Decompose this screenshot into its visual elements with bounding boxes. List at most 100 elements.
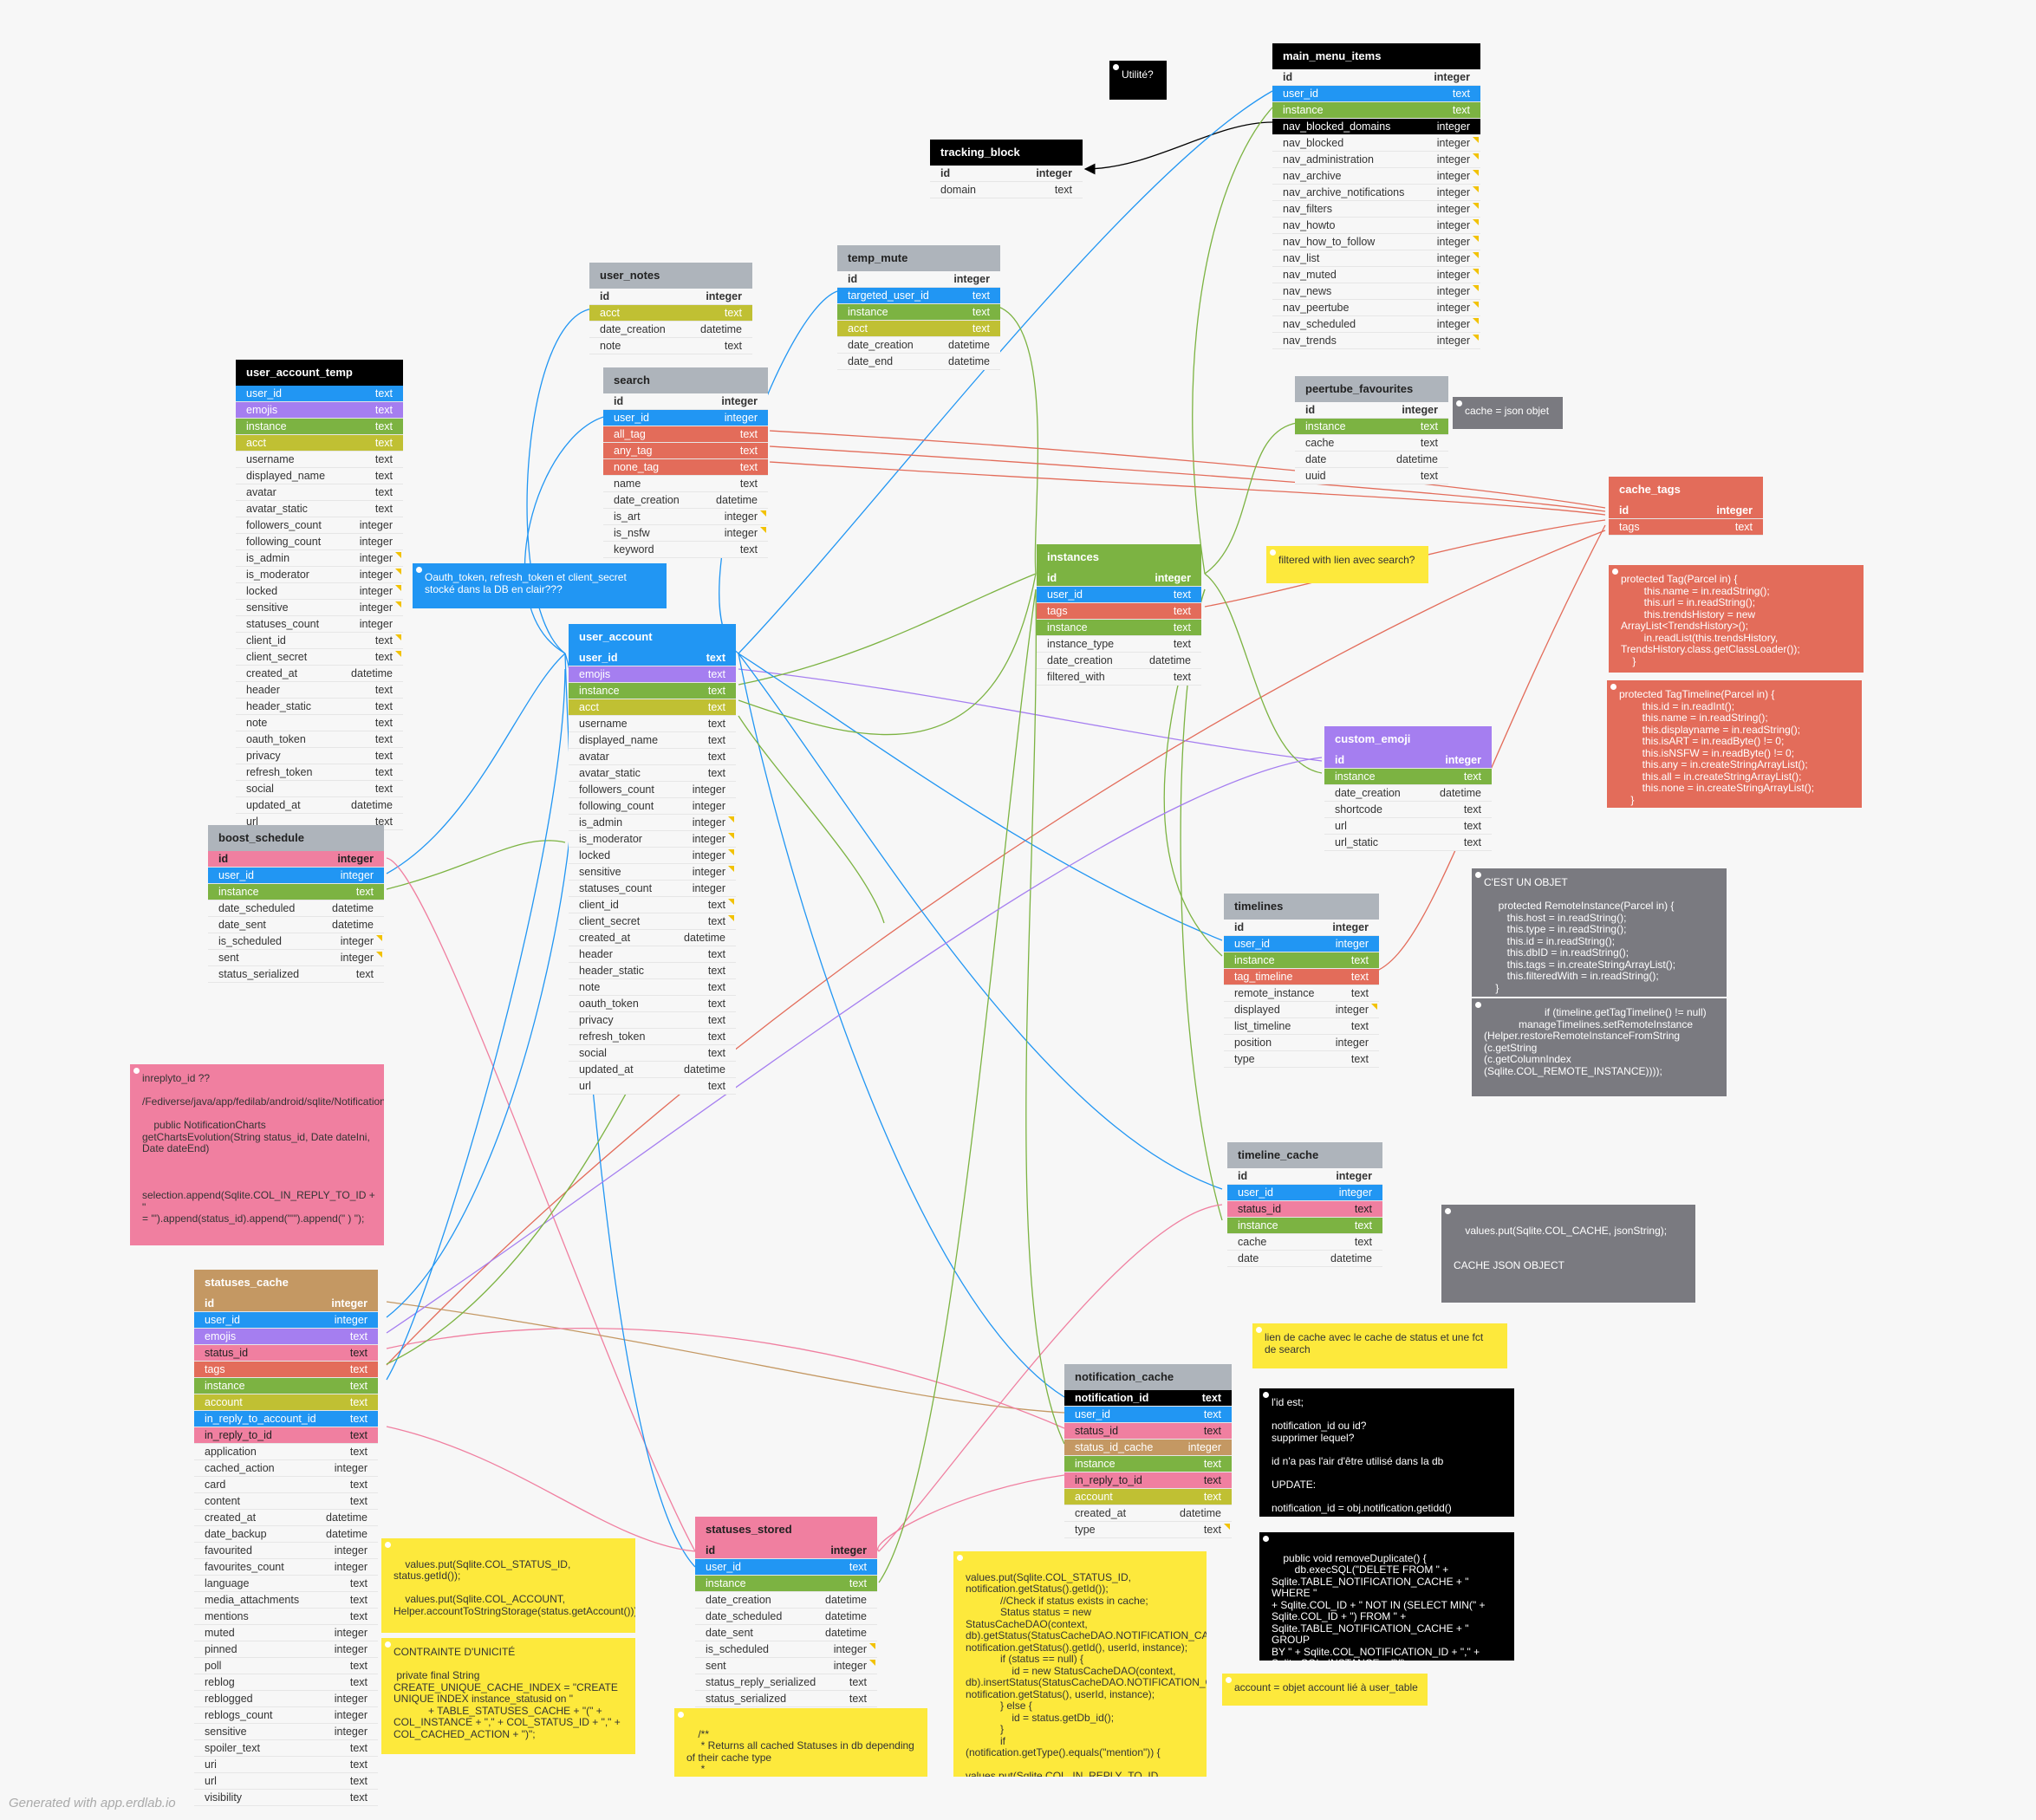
sticky-note[interactable]: inreplyto_id ?? /Fediverse/java/app/fedi… — [130, 1064, 384, 1245]
sticky-note[interactable]: filtered with lien avec search? — [1266, 546, 1428, 583]
sticky-note[interactable]: account = objet account lié à user_table — [1222, 1674, 1428, 1706]
sticky-note[interactable]: lien de cache avec le cache de status et… — [1252, 1323, 1507, 1368]
sticky-note[interactable]: values.put(Sqlite.COL_STATUS_ID, status.… — [381, 1538, 635, 1633]
sticky-note[interactable]: /** * Returns all cached Statuses in db … — [674, 1708, 927, 1777]
sticky-note[interactable]: public void removeDuplicate() { db.execS… — [1259, 1532, 1514, 1661]
sticky-note[interactable]: l'id est; notification_id ou id? supprim… — [1259, 1388, 1514, 1517]
sticky-note[interactable]: C'EST UN OBJET protected RemoteInstance(… — [1472, 868, 1727, 997]
sticky-note[interactable]: values.put(Sqlite.COL_CACHE, jsonString)… — [1441, 1205, 1695, 1303]
sticky-note[interactable]: values.put(Sqlite.COL_STATUS_ID, notific… — [953, 1551, 1207, 1777]
sticky-note[interactable]: protected TagTimeline(Parcel in) { this.… — [1607, 680, 1862, 808]
